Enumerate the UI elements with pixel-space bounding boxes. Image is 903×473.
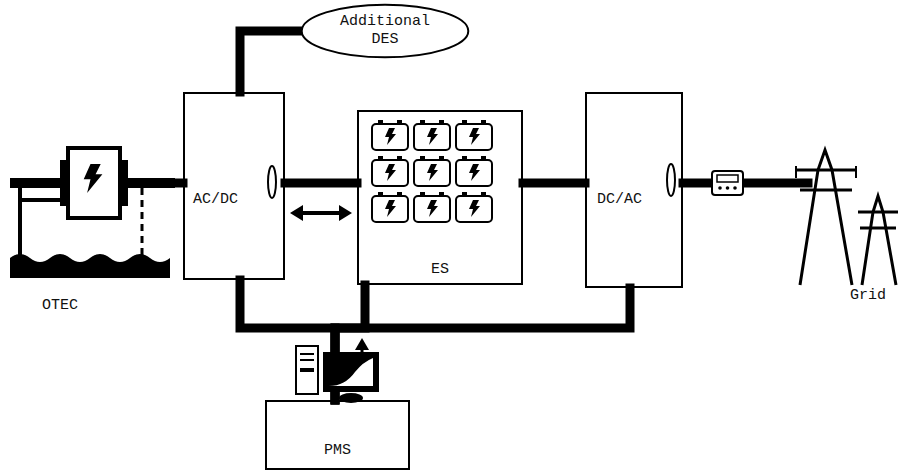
otec-unit: OTEC bbox=[10, 130, 175, 315]
battery-cell bbox=[456, 120, 492, 150]
power-line bbox=[335, 288, 630, 400]
battery-cell bbox=[456, 192, 492, 222]
otec-pipe bbox=[141, 188, 144, 256]
battery-cell bbox=[456, 156, 492, 186]
power-line bbox=[240, 280, 335, 400]
battery-cell bbox=[372, 192, 408, 222]
otec-illustration bbox=[10, 148, 175, 278]
converter-indicator bbox=[268, 166, 276, 198]
power-line bbox=[683, 179, 808, 188]
node-label: AC/DC bbox=[193, 191, 238, 209]
node-label: Additional DES bbox=[338, 13, 433, 49]
storage-box: ES bbox=[357, 110, 523, 285]
grid-pylon bbox=[796, 150, 898, 285]
bidirectional-arrow bbox=[290, 205, 352, 221]
power-line bbox=[285, 179, 357, 188]
battery-cell bbox=[372, 120, 408, 150]
battery-bank bbox=[372, 120, 492, 222]
power-line bbox=[523, 179, 585, 188]
converter-box: DC/AC bbox=[585, 92, 683, 288]
battery-cell bbox=[414, 156, 450, 186]
node-label: Grid bbox=[850, 287, 886, 305]
node-label: ES bbox=[431, 261, 449, 279]
converter-indicator bbox=[667, 164, 675, 196]
ellipse-node: Additional DES bbox=[300, 3, 470, 59]
process-box: PMS bbox=[265, 400, 410, 470]
grid-unit: Grid bbox=[808, 145, 900, 305]
sea-water bbox=[10, 254, 170, 278]
lightning-symbol bbox=[84, 164, 103, 193]
computer-icon bbox=[296, 346, 379, 403]
battery-cell bbox=[372, 156, 408, 186]
battery-cell bbox=[414, 120, 450, 150]
converter-box: AC/DC bbox=[183, 92, 285, 280]
battery-cell bbox=[414, 192, 450, 222]
otec-support bbox=[20, 198, 60, 202]
node-label: OTEC bbox=[42, 297, 78, 315]
node-label: DC/AC bbox=[597, 191, 642, 209]
node-label: PMS bbox=[324, 442, 351, 460]
power-line bbox=[240, 31, 300, 92]
generator-body bbox=[68, 148, 120, 218]
energy-meter bbox=[712, 171, 743, 195]
power-line bbox=[175, 179, 183, 188]
